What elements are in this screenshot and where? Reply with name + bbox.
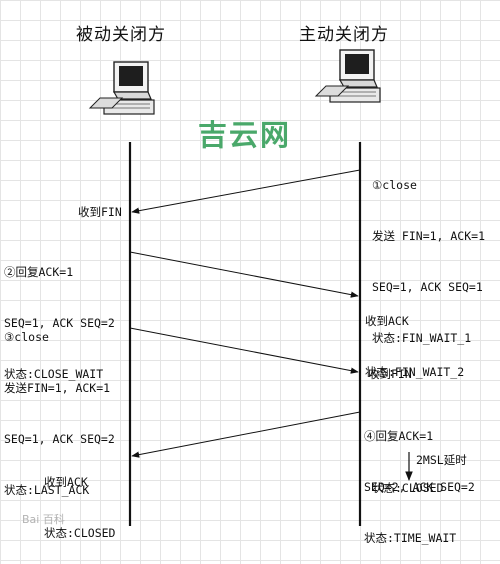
ack-arrow-2 (131, 411, 361, 458)
step-line: SEQ=1, ACK SEQ=2 (4, 316, 115, 330)
recv-fin-active: 收到FIN (368, 367, 412, 381)
ack-arrow-1 (129, 251, 359, 298)
fin-arrow-1 (131, 169, 361, 214)
step-line: SEQ=2, ACK SEQ=2 (364, 480, 475, 494)
step-line: 状态:LAST_ACK (4, 483, 90, 497)
active-side-title: 主动关闭方 (299, 25, 389, 45)
recv-fin-passive: 收到FIN (78, 205, 122, 219)
step-line: ④回复ACK=1 (364, 429, 434, 443)
watermark-text: 吉云网 (198, 118, 292, 152)
step-line: 状态:FIN_WAIT_1 (372, 331, 472, 345)
passive-side-title: 被动关闭方 (76, 25, 166, 45)
wait-label: 2MSL延时 (416, 453, 467, 467)
step-line: ③close (4, 330, 49, 344)
passive-computer-icon (89, 61, 155, 115)
recv-ack-active: 收到ACK 状态:FIN_WAIT_2 (365, 279, 464, 398)
step-line: ②回复ACK=1 (4, 265, 74, 279)
baidu-logo: Bai 百科 (22, 513, 65, 526)
step-line: 状态:CLOSE_WAIT (4, 367, 104, 381)
step-line: 发送 FIN=1, ACK=1 (372, 229, 486, 243)
step-active-ack: ④回复ACK=1 SEQ=2, ACK SEQ=2 状态:TIME_WAIT (364, 394, 475, 564)
recv-ack-passive: 收到ACK 状态:CLOSED (44, 440, 115, 559)
step-passive-ack: ②回复ACK=1 SEQ=1, ACK SEQ=2 状态:CLOSE_WAIT (4, 230, 115, 400)
step-line: 状态:TIME_WAIT (364, 531, 457, 545)
active-closed-state: 状态:CLOSED (372, 481, 444, 495)
step-line: 收到ACK (365, 314, 409, 328)
tcp-close-diagram (89, 49, 413, 526)
active-computer-icon (315, 49, 381, 103)
step-line: ①close (372, 178, 417, 192)
step-line: SEQ=1, ACK SEQ=1 (372, 280, 483, 294)
step-line: 收到ACK (44, 475, 88, 489)
step-line: 发送FIN=1, ACK=1 (4, 381, 111, 395)
fin-arrow-2 (129, 327, 359, 374)
step-line: 状态:FIN_WAIT_2 (365, 365, 465, 379)
step-active-close: ①close 发送 FIN=1, ACK=1 SEQ=1, ACK SEQ=1 … (372, 143, 485, 364)
step-passive-close: ③close 发送FIN=1, ACK=1 SEQ=1, ACK SEQ=2 状… (4, 295, 115, 516)
step-line: SEQ=1, ACK SEQ=2 (4, 432, 115, 446)
